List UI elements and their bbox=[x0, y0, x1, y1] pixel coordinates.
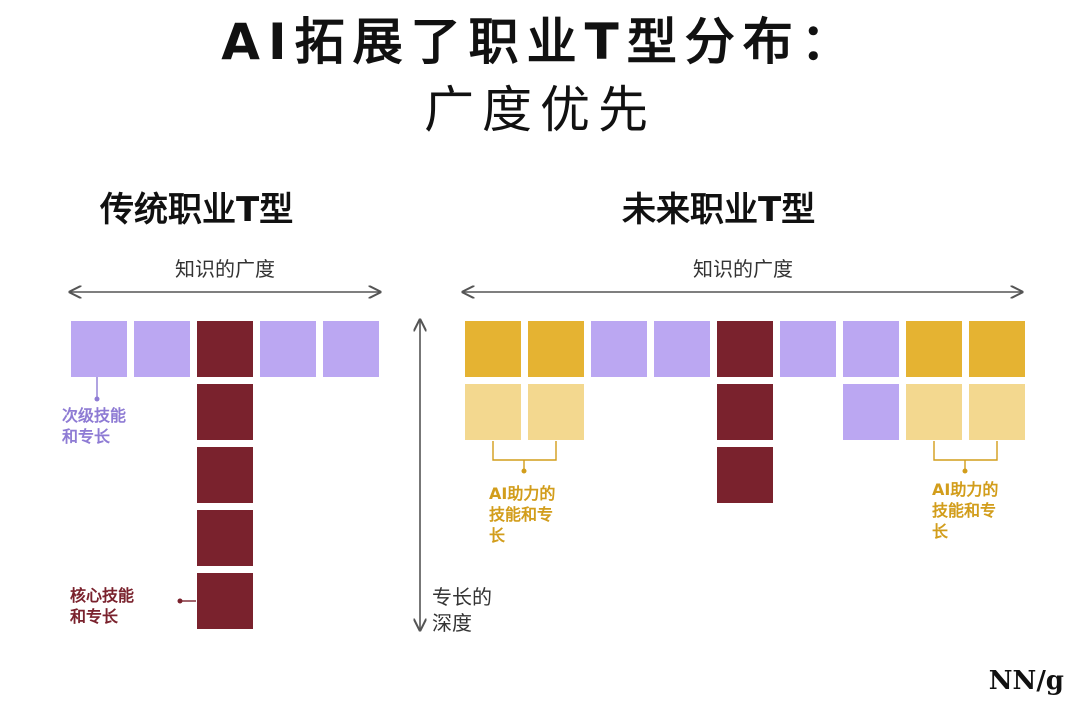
future-secondary-block bbox=[843, 384, 899, 440]
ai-skills-note-line: AI助力的 bbox=[932, 480, 999, 499]
future-core-block bbox=[717, 384, 773, 440]
traditional-core-block bbox=[197, 447, 253, 503]
core-pointer-dot bbox=[177, 598, 183, 604]
future-ai-block bbox=[969, 321, 1025, 377]
future-ai-light-block bbox=[528, 384, 584, 440]
core-skills-note: 核心技能 和专长 bbox=[70, 585, 134, 627]
ai-skills-note-line: 技能和专 bbox=[489, 505, 554, 524]
secondary-skills-note-line: 和专长 bbox=[62, 427, 111, 446]
traditional-heading: 传统职业T型 bbox=[100, 190, 294, 230]
ai-skills-note-left: AI助力的 技能和专 长 bbox=[489, 483, 555, 546]
future-ai-block bbox=[465, 321, 521, 377]
ai-right-bracket-dot bbox=[962, 468, 968, 474]
future-heading: 未来职业T型 bbox=[622, 190, 816, 230]
ai-skills-note-line: AI助力的 bbox=[489, 484, 556, 503]
secondary-skills-note: 次级技能 和专长 bbox=[62, 405, 126, 447]
ai-skills-note-line: 长 bbox=[489, 526, 506, 545]
future-core-block bbox=[717, 447, 773, 503]
future-core-block bbox=[717, 321, 773, 377]
traditional-core-block bbox=[197, 384, 253, 440]
ai-left-bracket-dot bbox=[521, 468, 527, 474]
page-title-line2: 广度优先 bbox=[424, 81, 656, 139]
future-breadth-label: 知识的广度 bbox=[693, 257, 793, 281]
depth-label-line: 专长的 bbox=[432, 585, 492, 609]
traditional-core-block bbox=[197, 510, 253, 566]
future-ai-block bbox=[528, 321, 584, 377]
ai-left-bracket bbox=[492, 441, 557, 470]
traditional-core-block bbox=[197, 321, 253, 377]
traditional-secondary-block bbox=[134, 321, 190, 377]
future-ai-block bbox=[906, 321, 962, 377]
traditional-breadth-label: 知识的广度 bbox=[175, 257, 275, 281]
future-ai-light-block bbox=[465, 384, 521, 440]
traditional-secondary-block bbox=[323, 321, 379, 377]
secondary-pointer-dot bbox=[94, 396, 100, 402]
core-skills-note-line: 和专长 bbox=[70, 607, 119, 626]
future-secondary-block bbox=[654, 321, 710, 377]
ai-skills-note-line: 技能和专 bbox=[932, 501, 997, 520]
depth-label: 专长的 深度 bbox=[432, 584, 492, 636]
future-secondary-block bbox=[843, 321, 899, 377]
future-secondary-block bbox=[591, 321, 647, 377]
traditional-core-block bbox=[197, 573, 253, 629]
traditional-secondary-block bbox=[260, 321, 316, 377]
ai-right-bracket bbox=[933, 441, 998, 470]
ai-skills-note-right: AI助力的 技能和专 长 bbox=[932, 479, 998, 542]
traditional-secondary-block bbox=[71, 321, 127, 377]
future-ai-light-block bbox=[969, 384, 1025, 440]
secondary-skills-note-line: 次级技能 bbox=[62, 406, 127, 425]
future-secondary-block bbox=[780, 321, 836, 377]
nng-logo: NN/g bbox=[988, 666, 1064, 696]
core-skills-note-line: 核心技能 bbox=[70, 586, 135, 605]
depth-label-line: 深度 bbox=[432, 611, 472, 635]
ai-skills-note-line: 长 bbox=[932, 522, 949, 541]
page-title-line1: AI拓展了职业T型分布： bbox=[221, 13, 859, 71]
future-ai-light-block bbox=[906, 384, 962, 440]
